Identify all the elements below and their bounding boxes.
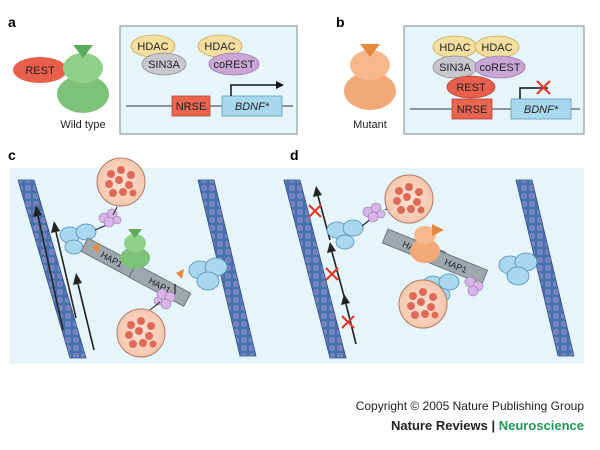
panel-a-cell: REST Wild type: [13, 45, 109, 131]
panel-a-promoter-box: HDAC SIN3A HDAC coREST NRSE BDNF*: [119, 25, 298, 135]
vesicle-upper: [96, 157, 146, 207]
sin3a-complex: [141, 52, 187, 76]
wild-type-caption: Wild type: [60, 119, 105, 131]
rest-protein: [13, 57, 67, 83]
p150glued-cluster-upper: [362, 202, 386, 223]
sin3a-label: SIN3A: [439, 62, 471, 74]
adaptor-wedge-lower-icon: [176, 269, 184, 279]
nrse-element: [171, 95, 211, 117]
transcription-arrowhead-icon: [276, 81, 284, 89]
hdac-label-2: HDAC: [204, 41, 235, 53]
transport-arrow-3: [77, 283, 95, 351]
transport-arrowhead-2-icon: [51, 221, 60, 233]
transport-block-2-icon: [325, 267, 339, 281]
vesicle-lower: [398, 279, 448, 329]
panel-b-cell: Mutant: [344, 44, 396, 131]
transcription-arrow: [230, 84, 276, 96]
corest-complex: [474, 55, 526, 79]
microtubule-left: [17, 179, 87, 359]
panel-label-b: b: [336, 14, 345, 30]
huntingtin-triangle-icon: [73, 45, 93, 58]
panel-b-promoter-box: HDAC HDAC SIN3A coREST REST NRSE BDNF*: [403, 25, 585, 135]
dynein-motor-right: [498, 252, 538, 286]
transport-arrowhead-1-icon: [33, 205, 42, 217]
corest-complex: [208, 52, 260, 76]
mutant-caption: Mutant: [353, 119, 387, 131]
journal-section: Neuroscience: [498, 418, 584, 433]
blocked-arrowhead-2-icon: [327, 242, 336, 253]
transcription-blocked-icon: [536, 80, 551, 95]
nrse-label: NRSE: [457, 104, 488, 116]
vesicle-tether-lower: [149, 301, 161, 311]
blocked-arrowhead-1-icon: [313, 186, 322, 197]
rest-protein: [446, 75, 496, 99]
panel-label-c: c: [8, 147, 16, 163]
transport-arrowhead-3-icon: [73, 273, 82, 285]
transport-block-1-icon: [308, 204, 322, 218]
corest-label: coREST: [214, 59, 255, 71]
transport-block-3-icon: [341, 315, 355, 329]
journal-brand: Nature Reviews | Neuroscience: [391, 418, 584, 433]
copyright-notice: Copyright © 2005 Nature Publishing Group: [355, 399, 584, 413]
brand-separator: |: [487, 418, 499, 433]
panel-d-transport: HAP1 HAP1: [283, 174, 575, 359]
panel-label-d: d: [290, 147, 299, 163]
rest-label: REST: [456, 82, 486, 94]
vesicle-lower: [116, 308, 166, 358]
rest-label: REST: [25, 65, 55, 77]
blocked-arrowhead-3-icon: [341, 294, 350, 305]
mutant-huntingtin-triangle-icon: [432, 224, 444, 236]
blocked-arrow-2: [331, 251, 345, 297]
mutant-huntingtin-upper-lobe: [350, 50, 390, 80]
journal-name: Nature Reviews: [391, 418, 488, 433]
bdnf-gene: [221, 95, 283, 117]
vesicle-tether-upper: [112, 206, 118, 216]
sin3a-label: SIN3A: [148, 59, 180, 71]
transport-arrow-1: [37, 215, 64, 331]
huntingtin-triangle-icon: [128, 229, 142, 238]
panel-label-a: a: [8, 14, 16, 30]
p150glued-cluster-lower: [464, 276, 484, 297]
bdnf-label: BDNF*: [524, 104, 559, 116]
nrse-element: [451, 98, 493, 120]
mutant-huntingtin: [410, 224, 444, 263]
hdac-label-1: HDAC: [439, 42, 470, 54]
microtubule-left: [283, 179, 347, 359]
dynein-motor-left: [59, 223, 97, 255]
p150glued-cluster-lower: [153, 288, 176, 310]
blocked-transcription-arrow: [519, 87, 548, 99]
bdnf-label: BDNF*: [235, 101, 270, 113]
corest-label: coREST: [480, 62, 521, 74]
mutant-huntingtin-lower-lobe: [344, 72, 396, 110]
dynein-motor-right: [188, 257, 228, 291]
hdac-label-2: HDAC: [481, 42, 512, 54]
transport-arrow-2: [55, 231, 77, 319]
hap1-lower: HAP1: [423, 246, 489, 285]
huntingtin-lower-lobe: [57, 75, 109, 113]
bdnf-gene: [510, 98, 572, 120]
adaptor-wedge-upper-icon: [92, 243, 100, 253]
microtubule-right: [515, 179, 575, 357]
nrse-label: NRSE: [176, 101, 207, 113]
huntingtin-upper-lobe: [63, 53, 103, 83]
panel-c-transport: HAP1 HAP1: [17, 157, 257, 359]
vesicle-upper: [384, 174, 434, 224]
mutant-huntingtin-triangle-icon: [360, 44, 380, 57]
dynein-motor-left: [326, 219, 364, 250]
hdac-label-1: HDAC: [137, 41, 168, 53]
wild-type-huntingtin: [120, 229, 150, 269]
